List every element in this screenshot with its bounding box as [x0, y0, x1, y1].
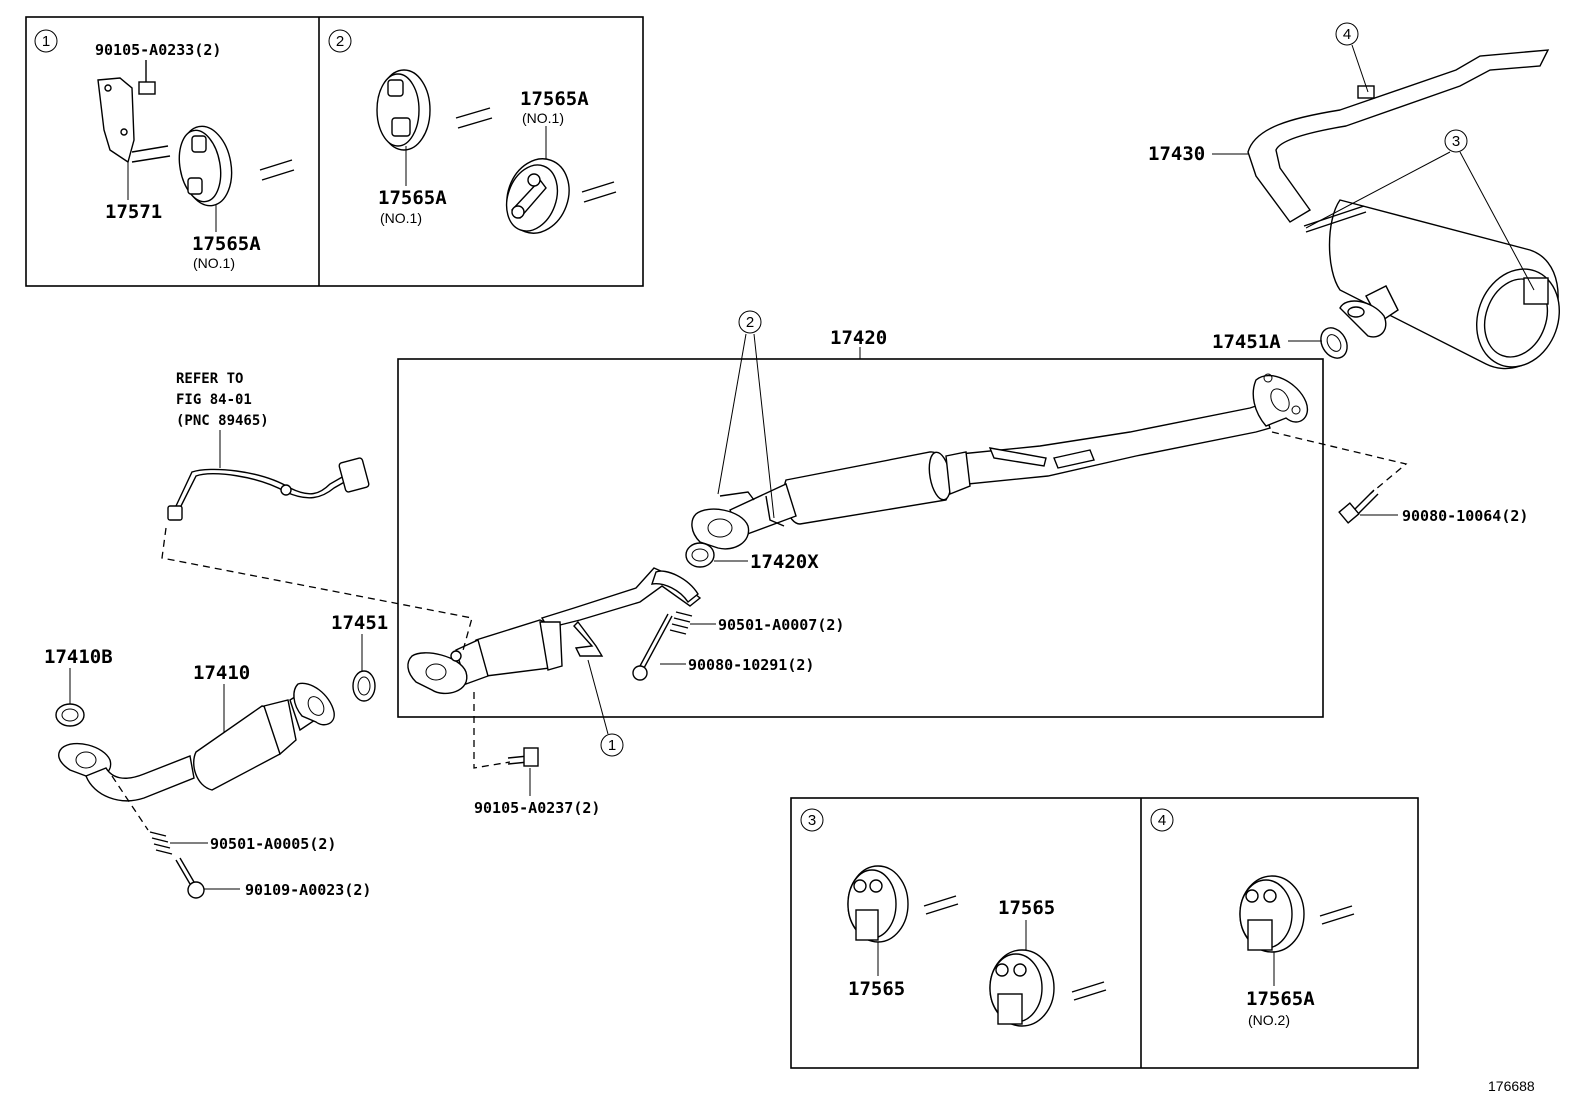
detail-4: 4 17565A (NO.2) — [1150, 808, 1355, 1028]
rubber-hanger-icon — [505, 158, 570, 234]
refer-line-2: FIG 84-01 — [176, 392, 252, 408]
gasket-17451-icon — [352, 670, 376, 702]
part-17410B: 17410B — [44, 646, 113, 668]
rubber-hanger-icon — [178, 125, 233, 207]
oxygen-sensor-icon — [167, 457, 370, 521]
callout-3-label: 3 — [808, 812, 816, 829]
gasket-17410B-icon — [55, 703, 85, 727]
callout-3-label-main: 3 — [1452, 133, 1460, 150]
part-90501-A0005: 90501-A0005(2) — [210, 835, 336, 853]
part-17420: 17420 — [830, 327, 887, 349]
center-front-pipe — [407, 567, 702, 695]
refer-line-3: (PNC 89465) — [176, 413, 269, 429]
part-17565A-box4: 17565A — [1246, 988, 1315, 1010]
part-17430: 17430 — [1148, 143, 1205, 165]
callout-2-label: 2 — [336, 33, 344, 50]
part-17565A-box2-b: 17565A — [520, 88, 589, 110]
detail-3: 3 17565 17565 — [800, 808, 1107, 1027]
part-90080-10064: 90080-10064(2) — [1402, 507, 1528, 525]
note-no1-box2-a: (NO.1) — [380, 210, 422, 226]
part-17565A-box2-a: 17565A — [378, 187, 447, 209]
bracket-17571-icon — [97, 77, 171, 164]
rubber-hanger-icon — [1239, 875, 1305, 953]
callout-2-label-main: 2 — [746, 314, 754, 331]
tail-pipe-17430 — [1247, 49, 1560, 370]
part-90501-A0007: 90501-A0007(2) — [718, 616, 844, 634]
part-90109-A0023: 90109-A0023(2) — [245, 881, 371, 899]
detail-1: 1 90105-A0233(2) 17571 17565A (NO.1) — [34, 29, 295, 271]
figure-number: 176688 — [1488, 1078, 1535, 1094]
part-17451: 17451 — [331, 612, 388, 634]
gasket-17451A-icon — [1320, 327, 1348, 359]
part-17571: 17571 — [105, 201, 162, 223]
detail-boxes-bottom — [790, 797, 1419, 1069]
part-90105-A0233: 90105-A0233(2) — [95, 41, 221, 59]
rubber-hanger-icon — [989, 949, 1055, 1027]
part-17565-box3-b: 17565 — [998, 897, 1055, 919]
bolt-icon — [175, 857, 205, 899]
part-90080-10291: 90080-10291(2) — [688, 656, 814, 674]
bolt-icon — [138, 60, 156, 95]
spring-icon — [149, 831, 173, 855]
gasket-17420X-icon — [685, 542, 715, 568]
bolt-icon — [1338, 489, 1379, 524]
part-17420X: 17420X — [750, 551, 819, 573]
bolt-icon — [632, 613, 673, 681]
bolt-icon — [507, 747, 539, 767]
rubber-hanger-icon — [376, 69, 431, 151]
part-17451A: 17451A — [1212, 331, 1281, 353]
center-pipe-17420 — [691, 373, 1309, 550]
callout-4-label: 4 — [1158, 812, 1166, 829]
front-pipe-17410 — [58, 682, 335, 802]
rubber-hanger-icon — [847, 865, 909, 943]
spring-icon — [669, 611, 693, 635]
callout-1-label-main: 1 — [608, 737, 616, 754]
callout-4-label-main: 4 — [1343, 26, 1351, 43]
detail-boxes-top — [25, 16, 644, 287]
note-no2-box4: (NO.2) — [1248, 1012, 1290, 1028]
note-no1-box2-b: (NO.1) — [522, 110, 564, 126]
callout-1-label: 1 — [42, 33, 50, 50]
part-17565-box3-a: 17565 — [848, 978, 905, 1000]
refer-line-1: REFER TO — [176, 371, 243, 387]
part-17565A-box1: 17565A — [192, 233, 261, 255]
note-no1-box1: (NO.1) — [193, 255, 235, 271]
part-17410: 17410 — [193, 662, 250, 684]
part-90105-A0237: 90105-A0237(2) — [474, 799, 600, 817]
detail-2: 2 17565A (NO.1) 17565A (NO.1) — [328, 29, 617, 234]
